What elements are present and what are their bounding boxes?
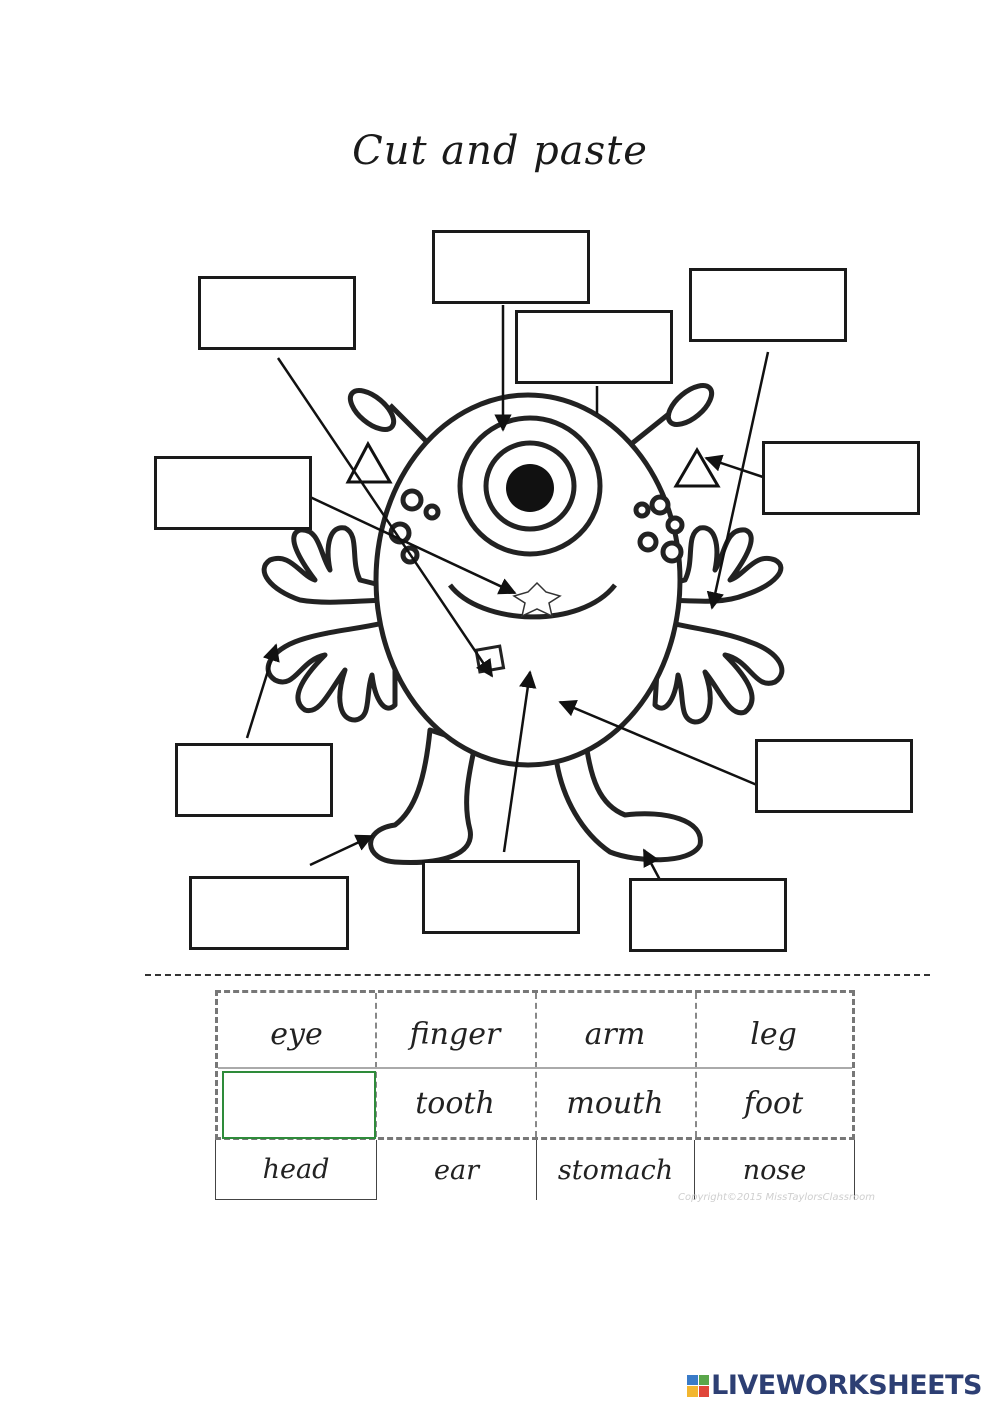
label-box-1[interactable] <box>198 276 356 350</box>
left-antenna-tip <box>347 388 397 432</box>
word-bank-row-3: head ear stomach nose <box>215 1140 855 1200</box>
left-ear-triangle <box>345 440 393 484</box>
label-box-3[interactable] <box>515 310 673 384</box>
word-ear[interactable]: ear <box>377 1140 537 1200</box>
left-leg <box>368 727 478 865</box>
right-ear-triangle <box>673 447 721 488</box>
word-stomach[interactable]: stomach <box>537 1140 695 1200</box>
monster-mouth <box>448 583 617 620</box>
label-box-2[interactable] <box>432 230 590 304</box>
word-bank: eye finger arm leg tooth mouth foot <box>215 990 855 1140</box>
label-box-6[interactable] <box>762 441 920 515</box>
word-leg[interactable]: leg <box>750 1016 797 1052</box>
word-foot[interactable]: foot <box>743 1085 804 1121</box>
pointer-right-ear <box>704 454 767 480</box>
word-head[interactable]: head <box>215 1140 377 1200</box>
word-tooth[interactable]: tooth <box>415 1085 495 1121</box>
pointer-left-foot <box>309 834 374 867</box>
empty-word-slot[interactable] <box>222 1071 376 1139</box>
label-box-10[interactable] <box>422 860 580 934</box>
pointer-stomach <box>558 700 758 787</box>
liveworksheets-logo: LIVEWORKSHEETS <box>687 1370 982 1401</box>
word-finger[interactable]: finger <box>409 1016 501 1052</box>
copyright-note: Copyright©2015 MissTaylorsClassroom <box>678 1192 876 1203</box>
label-box-11[interactable] <box>629 878 787 952</box>
label-box-4[interactable] <box>689 268 847 342</box>
left-antenna <box>388 403 432 447</box>
label-box-5[interactable] <box>154 456 312 530</box>
word-eye[interactable]: eye <box>270 1016 323 1052</box>
label-box-8[interactable] <box>755 739 913 813</box>
pointer-left-finger <box>245 643 280 739</box>
pointer-right-foot <box>642 848 662 881</box>
pointer-mouth <box>502 670 537 853</box>
cut-line <box>145 974 930 976</box>
logo-text: LIVEWORKSHEETS <box>711 1370 982 1401</box>
word-nose[interactable]: nose <box>695 1140 855 1200</box>
word-mouth[interactable]: mouth <box>566 1085 664 1121</box>
logo-icon <box>687 1374 710 1397</box>
page-title: Cut and paste <box>352 128 648 174</box>
nose-star-marker <box>512 581 562 618</box>
right-antenna-tip <box>665 383 715 427</box>
monster-body <box>373 392 683 768</box>
label-box-9[interactable] <box>189 876 349 950</box>
label-box-7[interactable] <box>175 743 333 817</box>
left-hand <box>261 525 398 723</box>
pointer-nose <box>309 495 517 595</box>
pointer-tooth <box>276 357 494 678</box>
right-hand <box>652 525 785 725</box>
word-arm[interactable]: arm <box>584 1016 646 1052</box>
right-leg <box>552 732 703 863</box>
pointer-right-hand <box>706 351 770 610</box>
monster-pupil <box>506 464 554 512</box>
